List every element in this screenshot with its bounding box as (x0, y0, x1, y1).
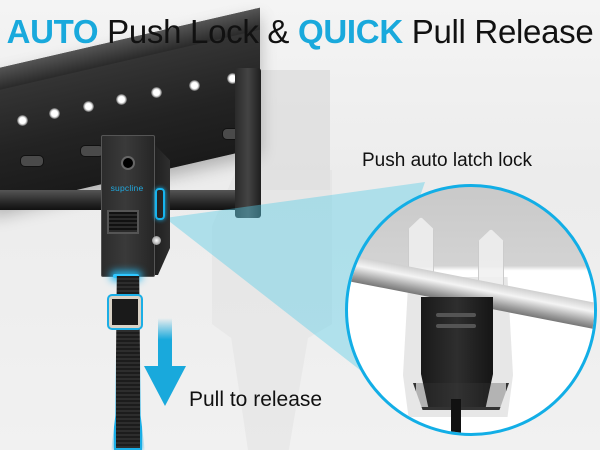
latch-slot (436, 313, 476, 317)
rail-hole (49, 108, 60, 119)
latch-glow-indicator (155, 188, 165, 220)
rail-hole (116, 94, 127, 105)
pull-callout: Pull to release (189, 388, 323, 411)
brand-label: supcline (110, 183, 144, 193)
arrow-down-icon (158, 318, 172, 366)
headline-text-2: Pull Release (402, 13, 594, 50)
strap-detail (451, 399, 461, 433)
rail-slot (20, 155, 44, 167)
mount-side-bracket (235, 68, 261, 218)
latch-window (107, 210, 139, 234)
latch-screw (152, 236, 161, 245)
strap-buckle (109, 296, 141, 328)
rail-hole (17, 115, 28, 126)
headline-accent-quick: QUICK (298, 13, 403, 50)
rail-hole (151, 87, 162, 98)
rail-hole (227, 73, 238, 84)
arrow-down-icon-head (144, 366, 186, 406)
headline-text-1: Push Lock & (98, 13, 299, 50)
headline-accent-auto: AUTO (6, 13, 99, 50)
latch-cup (413, 383, 509, 410)
rail-hole (83, 101, 94, 112)
headline: AUTO Push Lock & QUICK Pull Release (0, 12, 600, 52)
push-callout: Push auto latch lock (362, 150, 533, 171)
zoom-detail-circle (345, 184, 597, 436)
latch-slot (436, 324, 476, 328)
rail-hole (189, 80, 200, 91)
latch-screw-hole (121, 156, 135, 170)
